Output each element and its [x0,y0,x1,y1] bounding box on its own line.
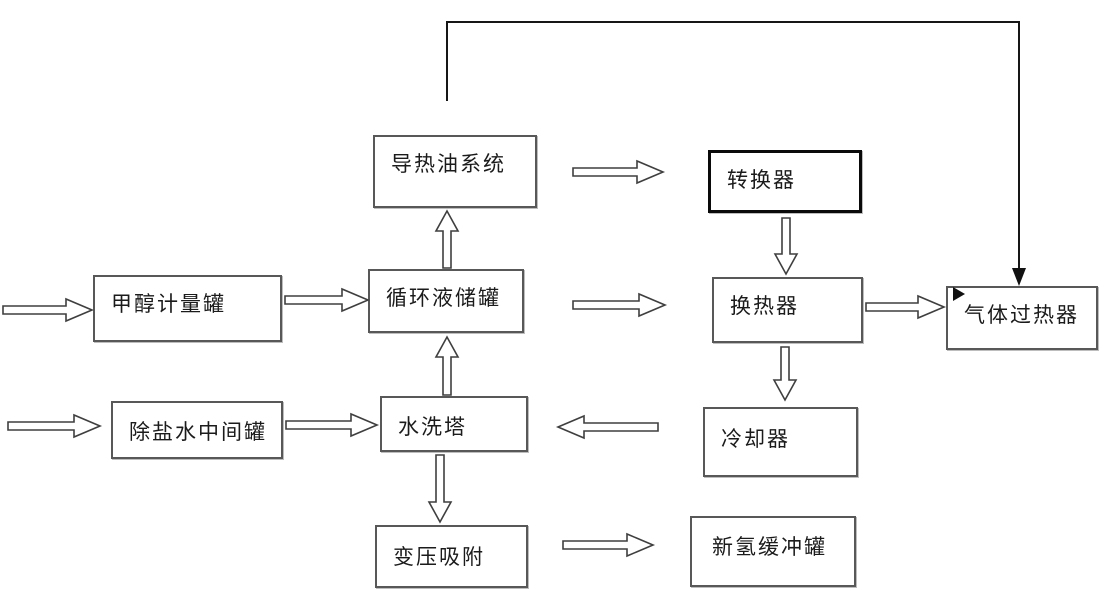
node-heat-exchanger: 换热器 [712,277,863,343]
edge-circulating-liquid-tank-to-heat-oil-system [434,209,460,269]
edge-feed-inlet-2-to-desalted-water-tank [7,413,103,439]
node-fresh-hydrogen-buffer-tank: 新氢缓冲罐 [690,516,856,587]
node-gas-superheater: 气体过热器 [946,286,1098,350]
node-desalted-water-tank: 除盐水中间罐 [111,401,283,459]
edge-heat-exchanger-to-cooler [772,346,798,402]
node-label: 导热油系统 [391,152,506,176]
edge-heat-exchanger-to-gas-superheater [865,294,947,320]
node-label: 新氢缓冲罐 [712,535,827,559]
node-water-wash-tower: 水洗塔 [380,396,528,452]
edge-heat-oil-system-to-converter [572,159,666,185]
node-label: 转换器 [727,168,796,192]
node-circulating-liquid-tank: 循环液储罐 [368,269,524,333]
node-label: 冷却器 [721,427,790,451]
edge-cooler-to-water-wash-tower [555,414,659,440]
node-label: 变压吸附 [393,545,485,569]
edge-circulating-liquid-tank-to-heat-exchanger [572,292,668,318]
edge-methanol-metering-tank-to-circulating-liquid-tank [284,287,371,313]
node-heat-oil-system: 导热油系统 [373,135,537,208]
node-label: 甲醇计量罐 [111,292,226,316]
node-psa: 变压吸附 [375,525,528,588]
edge-converter-to-heat-exchanger [773,217,799,276]
edge-psa-to-fresh-hydrogen-buffer-tank [562,532,656,558]
node-label: 循环液储罐 [386,286,501,310]
node-cooler: 冷却器 [703,407,858,477]
node-label: 气体过热器 [964,303,1079,327]
node-converter: 转换器 [708,150,862,213]
edge-water-wash-tower-to-circulating-liquid-tank [434,335,460,396]
node-label: 换热器 [730,294,799,318]
node-label: 水洗塔 [398,415,467,439]
edge-feed-inlet-1-to-methanol-metering-tank [2,297,95,323]
edge-desalted-water-tank-to-water-wash-tower [285,412,380,438]
node-label: 除盐水中间罐 [129,420,267,444]
node-methanol-metering-tank: 甲醇计量罐 [93,275,282,342]
recycle-arrowhead-icon [1012,268,1026,286]
edge-water-wash-tower-to-psa [427,454,453,524]
